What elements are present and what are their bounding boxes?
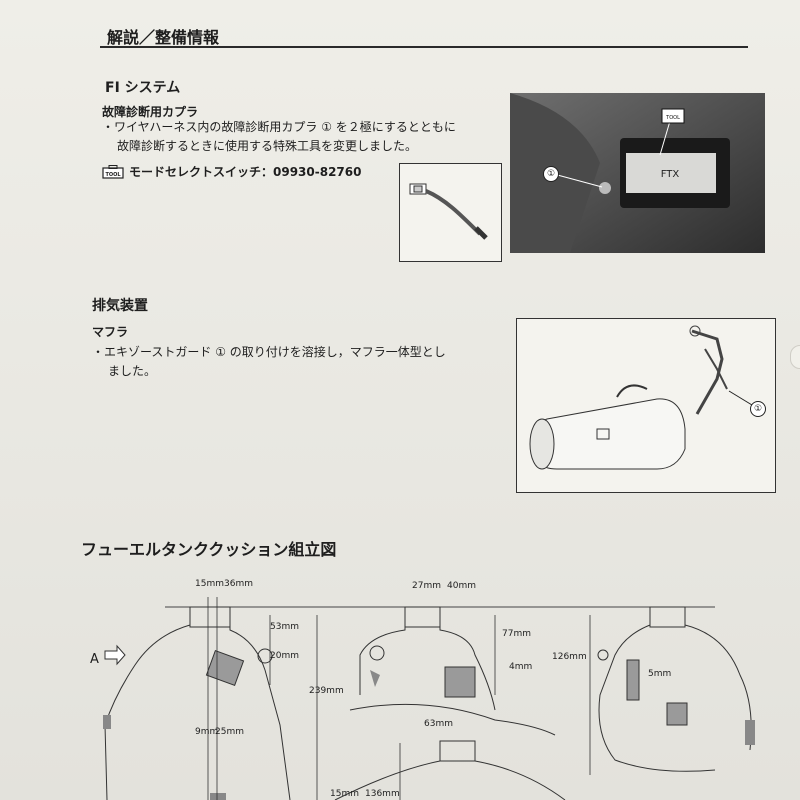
dim-5mm: 5mm [648, 669, 672, 679]
tool-label: モードセレクトスイッチ：09930-82760 [129, 165, 362, 179]
coupler-illustration [409, 183, 488, 240]
dim-20mm: 20mm [270, 651, 299, 661]
dim-4mm: 4mm [509, 662, 533, 672]
coupler-figure [399, 163, 502, 262]
muffler-illustration [529, 325, 753, 470]
tank-cushion-diagram [103, 597, 755, 800]
dim-36mm: 36mm [224, 579, 253, 589]
view-a-label: A [90, 652, 99, 667]
dim-136mm: 136mm [365, 789, 400, 799]
binder-hole [790, 345, 800, 369]
dim-15mm-lower: 15mm [330, 789, 359, 799]
svg-text:TOOL: TOOL [105, 172, 121, 178]
muffler-callout-1: ① [750, 401, 766, 417]
muffler-figure: ① [516, 318, 776, 493]
dim-27mm: 27mm [412, 581, 441, 591]
coupler-photo: FTX TOOL ① [510, 93, 765, 253]
section-title: 解説／整備情報 [107, 28, 220, 47]
svg-text:FTX: FTX [661, 169, 680, 180]
dim-63mm: 63mm [424, 719, 453, 729]
header-rule [100, 46, 748, 48]
dim-126mm: 126mm [552, 652, 587, 662]
exhaust-text-line1: ・エキゾーストガード ① の取り付けを溶接し，マフラ一体型とし [92, 345, 446, 359]
dim-25mm: 25mm [215, 727, 244, 737]
fi-heading: FI システム [105, 80, 181, 96]
fi-text-line1: ・ワイヤハーネス内の故障診断用カプラ ① を２極にするとともに [102, 120, 456, 134]
dim-9mm: 9mm [195, 727, 219, 737]
photo-callout-1: ① [543, 166, 559, 182]
dim-239mm: 239mm [309, 686, 344, 696]
fi-text-line2: 故障診断するときに使用する特殊工具を変更しました。 [117, 139, 418, 153]
svg-text:TOOL: TOOL [665, 115, 680, 121]
fi-subheading: 故障診断用カプラ [102, 105, 199, 119]
tool-row: TOOL モードセレクトスイッチ：09930-82760 [102, 163, 361, 180]
tool-icon: TOOL [102, 164, 124, 179]
dim-15mm: 15mm [195, 579, 224, 589]
dim-53mm: 53mm [270, 622, 299, 632]
exhaust-text-line2: ました。 [108, 364, 157, 378]
diagram-title: フューエルタンククッション組立図 [81, 540, 337, 559]
dim-40mm: 40mm [447, 581, 476, 591]
dim-77mm: 77mm [502, 629, 531, 639]
exhaust-heading: 排気装置 [92, 298, 148, 314]
exhaust-subheading: マフラ [92, 325, 129, 339]
